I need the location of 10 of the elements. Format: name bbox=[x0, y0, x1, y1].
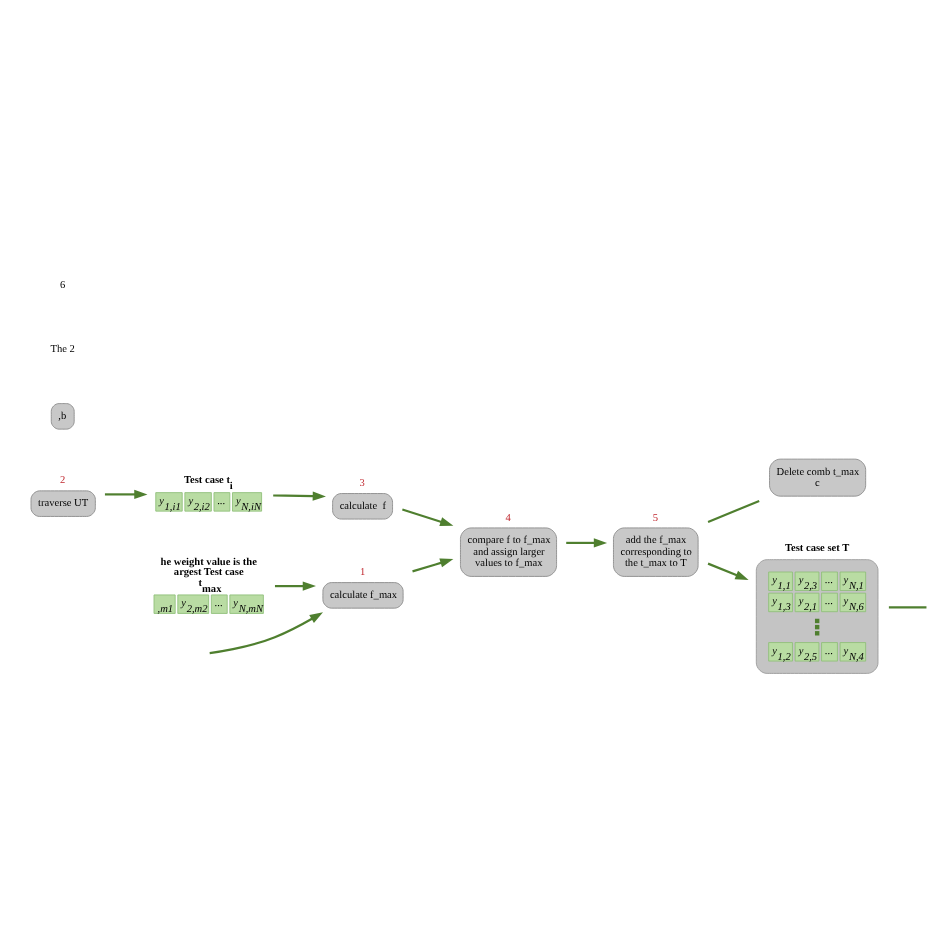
arrow bbox=[566, 537, 608, 547]
arrow bbox=[209, 611, 323, 654]
arrow bbox=[274, 580, 316, 590]
arrow bbox=[707, 561, 749, 579]
arrow bbox=[104, 488, 148, 499]
arrow bbox=[402, 507, 454, 526]
arrow bbox=[273, 490, 326, 500]
arrow bbox=[412, 557, 454, 572]
connector bbox=[888, 605, 927, 608]
connector bbox=[707, 498, 760, 522]
